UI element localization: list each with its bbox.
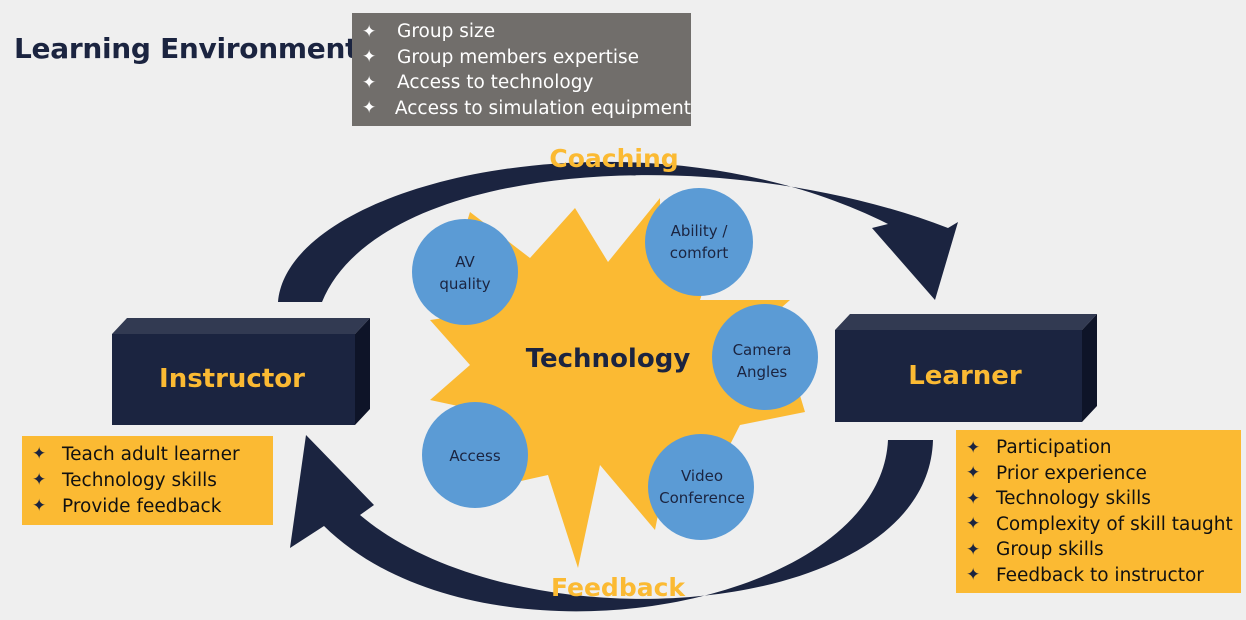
environment-factors-box: ✦Group size ✦Group members expertise ✦Ac… [352, 13, 691, 126]
list-item: ✦Prior experience [966, 462, 1147, 484]
svg-text:quality: quality [439, 275, 490, 293]
list-item: ✦Feedback to instructor [966, 564, 1204, 586]
list-item: ✦Participation [966, 437, 1112, 459]
instructor-factors-box: ✦Teach adult learner ✦Technology skills … [22, 436, 273, 525]
star-bullet-icon: ✦ [966, 437, 981, 458]
svg-text:AV: AV [455, 253, 475, 271]
video-conference-circle: Video Conference [648, 434, 754, 540]
list-item: ✦Complexity of skill taught [966, 513, 1233, 535]
svg-text:Camera: Camera [733, 341, 792, 359]
access-circle: Access [422, 402, 528, 508]
star-bullet-icon: ✦ [966, 488, 981, 509]
instructor-box: Instructor [112, 318, 370, 425]
feedback-label: Feedback [551, 573, 686, 602]
learner-label: Learner [908, 361, 1022, 391]
svg-text:Conference: Conference [659, 489, 745, 507]
list-item: ✦Access to technology [362, 72, 594, 94]
svg-text:Ability /: Ability / [671, 222, 729, 240]
list-item: ✦Access to simulation equipment [362, 97, 691, 119]
learner-box: Learner [835, 314, 1097, 422]
star-bullet-icon: ✦ [966, 514, 981, 535]
instructor-label: Instructor [159, 364, 305, 394]
star-bullet-icon: ✦ [362, 98, 377, 119]
learner-factors-box: ✦Participation ✦Prior experience ✦Techno… [956, 430, 1241, 593]
list-item: ✦Teach adult learner [32, 443, 240, 465]
list-item: ✦Group members expertise [362, 46, 640, 68]
ability-comfort-circle: Ability / comfort [645, 188, 753, 296]
av-quality-circle: AV quality [412, 219, 518, 325]
list-item: ✦Group skills [966, 539, 1104, 561]
camera-angles-circle: Camera Angles [712, 304, 818, 410]
star-bullet-icon: ✦ [32, 496, 47, 516]
star-bullet-icon: ✦ [966, 463, 981, 484]
svg-text:Access: Access [449, 447, 501, 465]
star-bullet-icon: ✦ [966, 565, 981, 586]
star-bullet-icon: ✦ [32, 470, 47, 490]
svg-text:comfort: comfort [670, 244, 729, 262]
star-bullet-icon: ✦ [966, 539, 981, 560]
svg-text:Angles: Angles [737, 363, 788, 381]
list-item: ✦Group size [362, 21, 496, 43]
feedback-arrow [290, 435, 933, 612]
coaching-arrow [278, 161, 958, 302]
star-bullet-icon: ✦ [362, 72, 377, 93]
page-title: Learning Environment [14, 32, 359, 65]
star-bullet-icon: ✦ [362, 21, 377, 42]
star-bullet-icon: ✦ [362, 47, 377, 68]
coaching-label: Coaching [549, 144, 678, 173]
list-item: ✦Technology skills [966, 488, 1151, 510]
list-item: ✦Technology skills [32, 469, 217, 491]
star-bullet-icon: ✦ [32, 444, 47, 464]
svg-text:Video: Video [681, 467, 723, 485]
list-item: ✦Provide feedback [32, 495, 222, 517]
technology-label: Technology [526, 344, 691, 374]
